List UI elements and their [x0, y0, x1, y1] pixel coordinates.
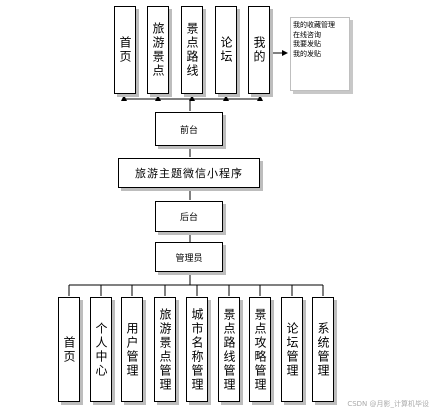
- bottom-node-guide-mgmt: 景点攻略管理: [249, 297, 271, 402]
- bottom-node-home: 首页: [58, 297, 80, 402]
- app-title-label: 旅游主题微信小程序: [135, 167, 243, 180]
- watermark: CSDN @月影_计算机毕设: [347, 400, 429, 408]
- bottom-node-home-label: 首页: [62, 335, 76, 364]
- bottom-node-attraction-mgmt: 旅游景点管理: [154, 297, 176, 402]
- frontend-label: 前台: [179, 125, 198, 136]
- bottom-node-system-mgmt: 系统管理: [312, 297, 334, 402]
- submenu-item-post: 我要发贴: [293, 40, 321, 48]
- top-node-mine-label: 我的: [252, 36, 266, 64]
- bottom-node-system-mgmt-label: 系统管理: [316, 321, 330, 378]
- top-node-mine: 我的: [248, 6, 270, 94]
- top-node-routes: 景点路线: [181, 6, 203, 94]
- top-node-attractions: 旅游景点: [147, 6, 169, 94]
- bottom-node-personal-center: 个人中心: [90, 297, 112, 402]
- admin-node: 管理员: [155, 242, 223, 272]
- mine-submenu-note: 我的收藏管理 在线咨询 我要发贴 我的发贴: [290, 17, 350, 91]
- bottom-node-guide-mgmt-label: 景点攻略管理: [253, 307, 267, 392]
- top-node-forum-label: 论坛: [219, 36, 233, 64]
- bottom-node-city-mgmt: 城市名称管理: [186, 297, 208, 402]
- app-title-node: 旅游主题微信小程序: [118, 158, 260, 188]
- top-node-attractions-label: 旅游景点: [151, 22, 165, 78]
- submenu-item-my-posts: 我的发贴: [293, 49, 321, 58]
- backend-label: 后台: [179, 213, 198, 223]
- bottom-node-personal-center-label: 个人中心: [94, 321, 108, 378]
- bottom-node-user-mgmt: 用户管理: [121, 297, 143, 402]
- frontend-node: 前台: [155, 112, 223, 146]
- submenu-item-favorites: 我的收藏管理: [293, 21, 335, 29]
- top-node-home: 首页: [114, 6, 136, 94]
- admin-label: 管理员: [175, 253, 203, 264]
- bottom-node-route-mgmt: 景点路线管理: [218, 297, 240, 402]
- bottom-node-user-mgmt-label: 用户管理: [125, 321, 139, 378]
- top-node-forum: 论坛: [215, 6, 237, 94]
- top-node-home-label: 首页: [118, 36, 132, 64]
- bottom-node-forum-mgmt: 论坛管理: [281, 297, 303, 402]
- bottom-node-route-mgmt-label: 景点路线管理: [222, 307, 236, 392]
- submenu-item-consult: 在线咨询: [293, 30, 321, 39]
- backend-node: 后台: [155, 201, 223, 232]
- bottom-node-city-mgmt-label: 城市名称管理: [190, 307, 204, 392]
- bottom-node-forum-mgmt-label: 论坛管理: [285, 321, 299, 378]
- top-node-routes-label: 景点路线: [185, 22, 199, 78]
- bottom-node-attraction-mgmt-label: 旅游景点管理: [158, 307, 172, 392]
